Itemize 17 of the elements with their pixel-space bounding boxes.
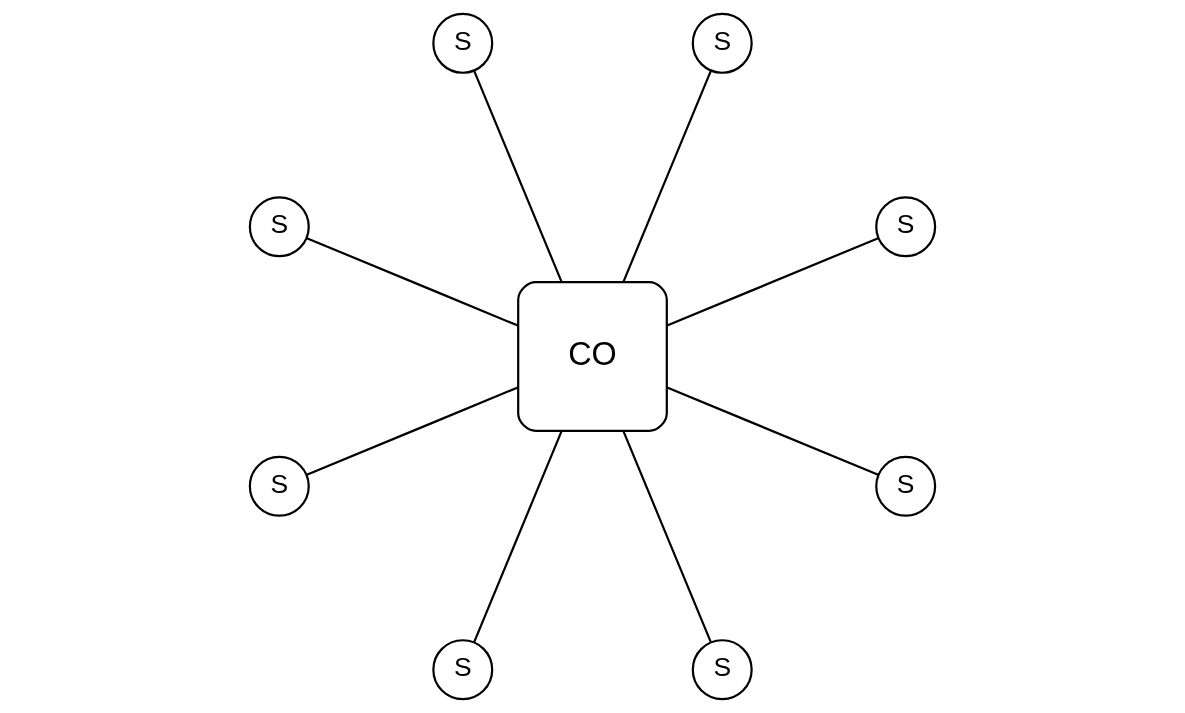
node-circle: S	[248, 455, 310, 517]
connector	[622, 70, 712, 283]
node-circle: S	[875, 196, 937, 258]
node-circle: S	[248, 196, 310, 258]
node-circle: S	[432, 12, 494, 74]
connector	[473, 430, 563, 643]
connector	[666, 237, 879, 327]
connector	[473, 70, 563, 283]
connector	[622, 430, 712, 643]
connector	[306, 386, 519, 476]
node-circle: S	[432, 639, 494, 701]
node-box: CO	[517, 281, 668, 432]
connector	[306, 237, 519, 327]
node-circle: S	[875, 455, 937, 517]
node-circle: S	[691, 639, 753, 701]
node-circle: S	[691, 12, 753, 74]
connector	[666, 386, 879, 476]
